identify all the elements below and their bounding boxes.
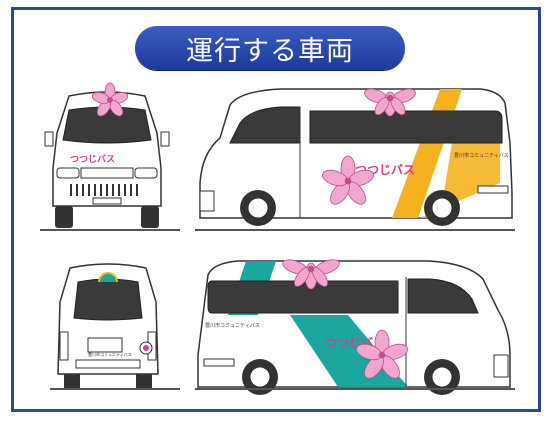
ground-line [195, 388, 515, 390]
side-operator-text-top: 豊川市コミュニティバス [454, 153, 509, 159]
mascot-badge-icon [139, 341, 153, 355]
azalea-flower-icon [356, 329, 408, 379]
ground-line [40, 229, 180, 231]
ground-line [50, 388, 180, 390]
azalea-flower-icon [91, 82, 129, 117]
ground-line [195, 229, 515, 231]
azalea-flower-icon [282, 259, 340, 290]
side-operator-text-bottom: 豊川市コミュニティバス [205, 323, 260, 329]
front-logo-text: つつじバス [70, 155, 116, 165]
rear-operator-text: 豊川市コミュニティバス [88, 352, 132, 357]
azalea-flower-icon [364, 88, 416, 117]
page-title: 運行する車両 [135, 26, 405, 70]
azalea-flower-icon [322, 155, 374, 205]
